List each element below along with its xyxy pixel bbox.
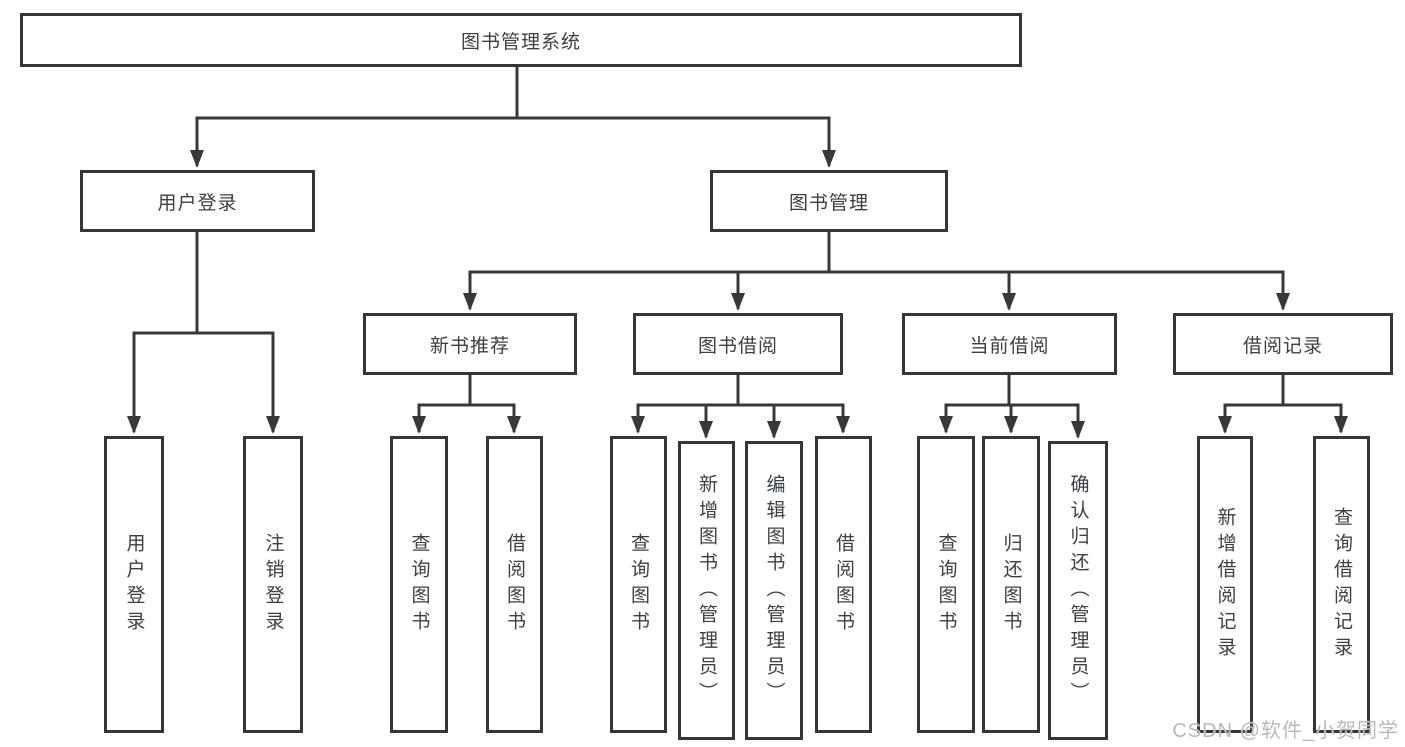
node-library-system: 图书管理系统 [20, 13, 1022, 67]
leaf-return-books-label: 归还图书 [1000, 532, 1022, 637]
csdn-watermark: CSDN @软件_小贺同学 [1172, 720, 1399, 742]
node-borrow-records-label: 借阅记录 [1242, 335, 1323, 357]
leaf-borrowing-borrow-books: 借阅图书 [815, 436, 872, 733]
leaf-user-login-label: 用户登录 [123, 532, 145, 637]
leaf-borrowing-query-books-label: 查询图书 [628, 532, 649, 637]
node-user-login-label: 用户登录 [157, 192, 238, 214]
node-library-system-label: 图书管理系统 [460, 31, 581, 53]
node-book-management-label: 图书管理 [788, 192, 869, 214]
node-user-login: 用户登录 [80, 170, 315, 232]
leaf-edit-book-admin-label: 编辑图书（管理员） [763, 473, 785, 708]
leaf-edit-book-admin: 编辑图书（管理员） [745, 441, 803, 740]
leaf-logout: 注销登录 [243, 436, 303, 733]
node-book-borrowing: 图书借阅 [633, 313, 843, 375]
leaf-recommend-query-books-label: 查询图书 [408, 532, 430, 637]
leaf-return-books: 归还图书 [982, 436, 1040, 733]
leaf-borrowing-borrow-books-label: 借阅图书 [833, 532, 854, 637]
node-borrow-records: 借阅记录 [1173, 313, 1393, 375]
node-book-borrowing-label: 图书借阅 [697, 335, 778, 357]
leaf-query-borrow-record: 查询借阅记录 [1313, 436, 1370, 733]
leaf-current-query-books-label: 查询图书 [935, 532, 957, 637]
leaf-add-book-admin-label: 新增图书（管理员） [696, 473, 717, 708]
node-current-borrowing-label: 当前借阅 [969, 335, 1050, 357]
node-current-borrowing: 当前借阅 [902, 313, 1117, 375]
leaf-logout-label: 注销登录 [262, 532, 284, 637]
node-book-management: 图书管理 [710, 170, 948, 232]
leaf-add-borrow-record-label: 新增借阅记录 [1214, 506, 1236, 663]
leaf-add-book-admin: 新增图书（管理员） [678, 441, 735, 740]
leaf-user-login: 用户登录 [104, 436, 164, 733]
leaf-confirm-return-admin: 确认归还（管理员） [1048, 441, 1108, 740]
leaf-borrowing-query-books: 查询图书 [610, 436, 667, 733]
leaf-query-borrow-record-label: 查询借阅记录 [1331, 506, 1352, 663]
leaf-add-borrow-record: 新增借阅记录 [1197, 436, 1253, 733]
node-new-book-recommend-label: 新书推荐 [429, 335, 510, 357]
leaf-current-query-books: 查询图书 [917, 436, 975, 733]
leaf-recommend-borrow-books-label: 借阅图书 [504, 532, 525, 637]
leaf-confirm-return-admin-label: 确认归还（管理员） [1067, 473, 1089, 708]
node-new-book-recommend: 新书推荐 [363, 313, 577, 375]
leaf-recommend-query-books: 查询图书 [390, 436, 448, 733]
leaf-recommend-borrow-books: 借阅图书 [486, 436, 543, 733]
